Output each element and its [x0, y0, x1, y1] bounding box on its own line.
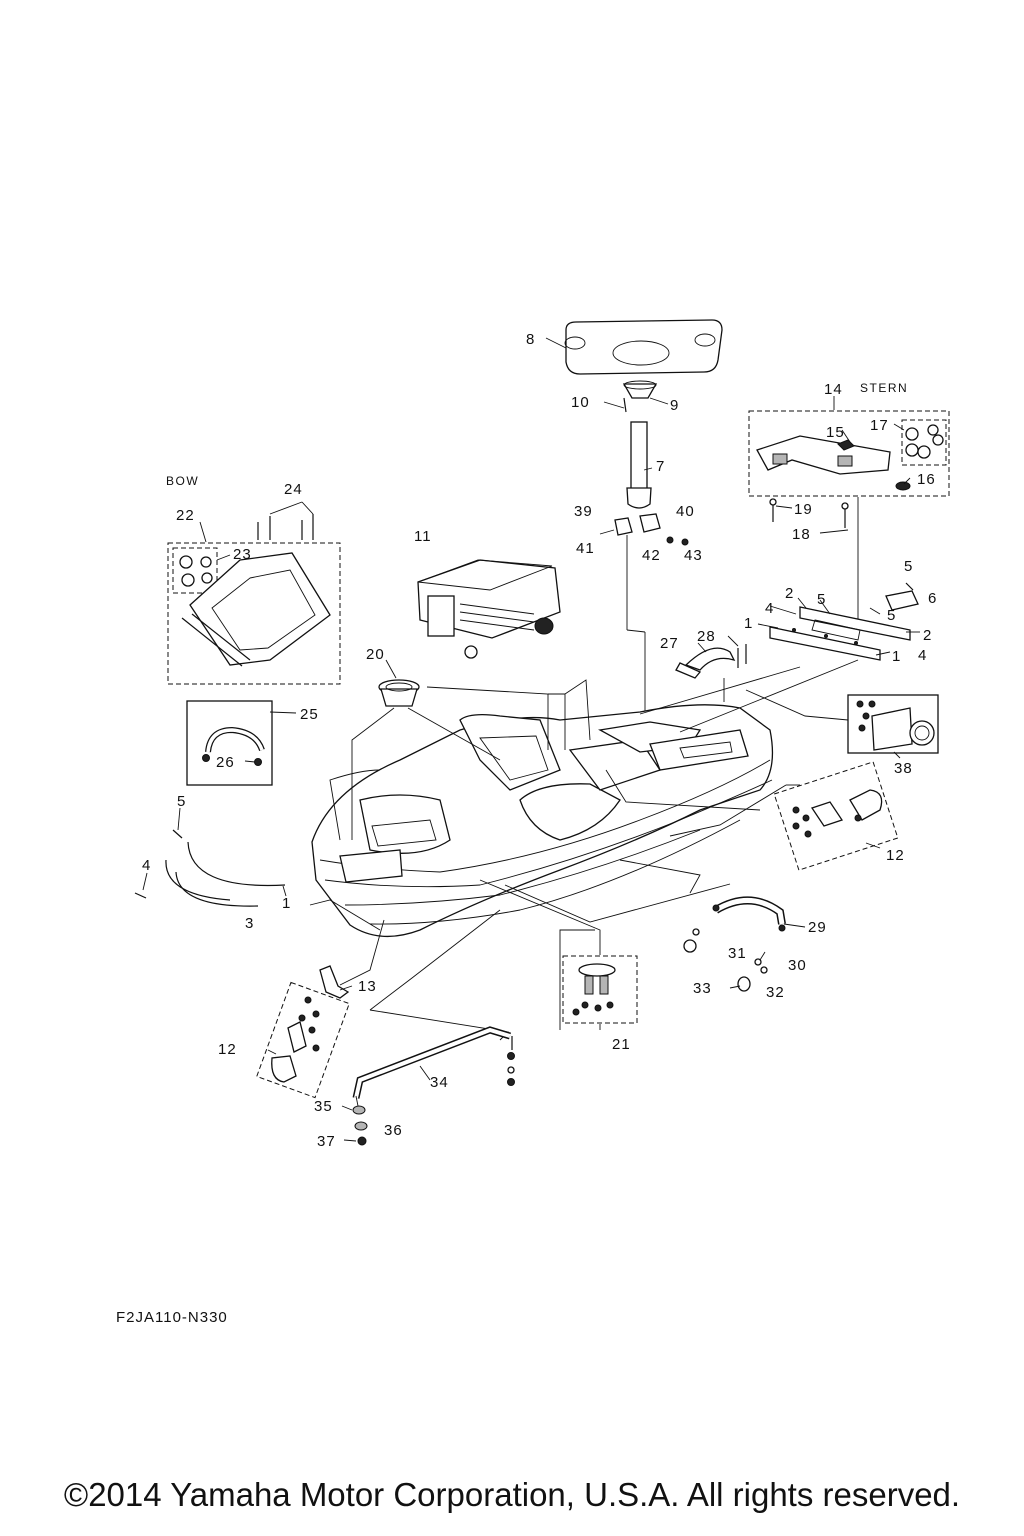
callout-6: 6	[928, 590, 937, 607]
part-3-hose-lines	[134, 829, 286, 907]
callout-35: 35	[314, 1098, 333, 1115]
boat-hull	[311, 704, 774, 938]
part-22-bow-seat-frame	[181, 552, 331, 667]
part-34-tow-bar	[352, 1026, 515, 1099]
part-11-cooler	[417, 559, 561, 659]
part-20-cup-holder	[378, 679, 420, 707]
part-17-group-box	[901, 419, 947, 466]
callout-11: 11	[414, 528, 432, 545]
leader-lines	[309, 659, 859, 1041]
part-39-40-post-bases	[599, 513, 689, 546]
callout-18: 18	[792, 526, 811, 543]
callout-31: 31	[728, 945, 747, 962]
callout-3: 3	[245, 915, 254, 932]
callout-2-rail-top: 2	[785, 585, 794, 602]
part-23-group-box	[172, 547, 218, 594]
part-6-bracket	[885, 590, 919, 611]
copyright-notice: ©2014 Yamaha Motor Corporation, U.S.A. A…	[63, 1476, 961, 1513]
callout-8: 8	[526, 331, 535, 348]
part-12-tow-eye-upper	[792, 789, 883, 838]
callout-5-rail-top: 5	[904, 558, 913, 575]
part-28-screws	[737, 644, 747, 668]
callout-1-rail-right: 1	[892, 648, 901, 665]
callout-4-hose: 4	[142, 857, 151, 874]
label-stern: STERN	[860, 381, 908, 395]
part-24-screws	[257, 501, 314, 540]
part-18-19-bolts	[769, 498, 849, 528]
part-10-screw	[623, 397, 627, 413]
callout-29: 29	[808, 919, 827, 936]
callout-5-hose: 5	[177, 793, 186, 810]
callout-5-rail-right: 5	[887, 607, 896, 624]
callout-labels: 8 10 9 14 15 17 16 7 19 18 24 22 23 11 3…	[142, 331, 937, 1150]
callout-24: 24	[284, 481, 303, 498]
callout-12-upper: 12	[886, 847, 905, 864]
callout-26: 26	[216, 754, 235, 771]
callout-38: 38	[894, 760, 913, 777]
diagram-code: F2JA110-N330	[116, 1309, 228, 1326]
part-7-table-post	[626, 421, 652, 509]
callout-22: 22	[176, 507, 195, 524]
callout-9: 9	[670, 397, 679, 414]
part-5-screw	[905, 582, 914, 591]
part-27-grab-handle	[675, 647, 736, 679]
part-8-table-top	[564, 319, 723, 375]
callout-40: 40	[676, 503, 695, 520]
callout-25: 25	[300, 706, 319, 723]
part-23-dampers	[179, 555, 213, 587]
part-17-dampers	[905, 424, 944, 459]
callout-19: 19	[794, 501, 813, 518]
callout-36: 36	[384, 1122, 403, 1139]
callout-39: 39	[574, 503, 593, 520]
callout-42: 42	[642, 547, 661, 564]
callout-17: 17	[870, 417, 889, 434]
part-13-bracket	[319, 965, 350, 999]
callout-14: 14	[824, 381, 843, 398]
part-14-group-box	[748, 410, 950, 497]
part-9-cup-holder	[622, 380, 658, 399]
callout-34: 34	[430, 1074, 449, 1091]
callout-27: 27	[660, 635, 679, 652]
callout-5-rail-middle: 5	[817, 591, 826, 608]
callout-leaders	[142, 337, 920, 1142]
callout-16: 16	[917, 471, 936, 488]
part-12-group-box-lower	[256, 981, 350, 1099]
part-12-tow-eye-lower	[271, 996, 320, 1083]
callout-1-hull: 1	[282, 895, 291, 912]
callout-15: 15	[826, 424, 845, 441]
callout-41: 41	[576, 540, 595, 557]
part-16-cap	[895, 481, 911, 491]
callout-20: 20	[366, 646, 385, 663]
part-29-grab-rail	[683, 896, 786, 992]
callout-10: 10	[571, 394, 590, 411]
part-14-stern-seat-frame	[756, 435, 891, 475]
part-35-37-fasteners	[352, 1095, 368, 1146]
part-25-hose	[202, 726, 265, 766]
part-1-2-seat-rails	[769, 606, 911, 661]
callout-43: 43	[684, 547, 703, 564]
callout-4-rail-right: 4	[918, 647, 927, 664]
part-21-ski-pylon	[572, 963, 616, 1016]
callout-37: 37	[317, 1133, 336, 1150]
callout-7: 7	[656, 458, 665, 475]
callout-4-rail-left: 4	[765, 600, 774, 617]
callout-30: 30	[788, 957, 807, 974]
part-12-group-box-upper	[773, 761, 899, 871]
part-21-group-box	[562, 955, 638, 1024]
callout-2-rail-right: 2	[923, 627, 932, 644]
callout-33: 33	[693, 980, 712, 997]
callout-23: 23	[233, 546, 252, 563]
part-38-drain-plug	[856, 700, 935, 751]
callout-1-rail-left: 1	[744, 615, 753, 632]
callout-32: 32	[766, 984, 785, 1001]
callout-21: 21	[612, 1036, 631, 1053]
callout-13: 13	[358, 978, 377, 995]
part-22-group-box	[167, 542, 341, 685]
label-bow: BOW	[166, 474, 199, 488]
callout-28: 28	[697, 628, 716, 645]
callout-12-lower: 12	[218, 1041, 237, 1058]
